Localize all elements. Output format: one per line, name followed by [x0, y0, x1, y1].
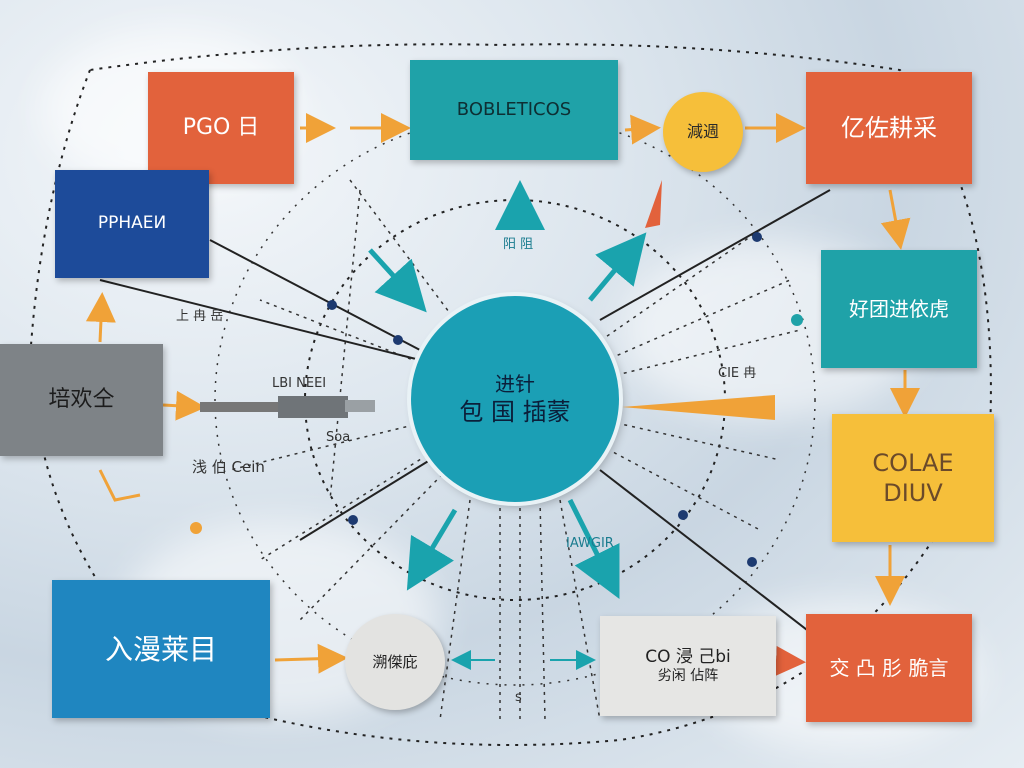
node-right-upper-label: 好团进依虎 [849, 296, 949, 321]
node-bottom-right[interactable]: 交 凸 肜 脆言 [806, 614, 972, 722]
label-bottom-small: s [515, 690, 522, 705]
node-top-right[interactable]: 亿佐耕采 [806, 72, 972, 184]
node-bottom-left-label: 入漫莱目 [104, 632, 217, 666]
node-hub-line2: 包 国 插蒙 [459, 397, 571, 426]
teal-arrows [368, 180, 647, 599]
solid-lines [99, 189, 831, 641]
node-bottom-center-line1: CO 浸 己bi [645, 646, 731, 667]
node-bottom-small-circle-label: 溯傑庇 [372, 652, 418, 671]
node-right-middle-line1: COLAE [872, 449, 954, 477]
node-right-middle[interactable]: COLAE DIUV [832, 414, 994, 542]
node-top-right-label: 亿佐耕采 [841, 114, 937, 142]
node-top-left-label: PGO 日 [182, 115, 260, 141]
node-left-middle[interactable]: 培欢仝 [0, 344, 163, 456]
label-hub-bottom: IAWGIR [566, 536, 614, 551]
label-left-lower-a: 浅 伯 Cein [192, 458, 265, 476]
node-top-left[interactable]: PGO 日 [148, 72, 294, 184]
label-hub-top: 阳 阻 [503, 237, 534, 252]
node-top-small-circle[interactable]: 減週 [663, 92, 743, 172]
orange-bend [98, 469, 141, 502]
node-right-upper[interactable]: 好团进依虎 [821, 250, 977, 368]
node-left-middle-label: 培欢仝 [48, 387, 115, 413]
label-left-lower-b: Soa [326, 430, 351, 445]
node-top-small-circle-label: 減週 [686, 122, 719, 141]
node-hub[interactable]: 进针 包 国 插蒙 [411, 296, 619, 502]
node-bottom-right-label: 交 凸 肜 脆言 [829, 655, 949, 680]
label-left-small: LBI NEEI [272, 376, 327, 391]
node-bottom-small-circle[interactable]: 溯傑庇 [345, 614, 445, 710]
orange-arrows [85, 113, 920, 674]
teal-dot [791, 314, 803, 326]
node-top-center-label: BOBLETICOS [456, 98, 572, 120]
label-right-small: CIE 冉 [718, 366, 757, 381]
gray-bar-head [278, 396, 348, 418]
gray-bar-tip [345, 400, 375, 412]
junction-dots [327, 232, 762, 567]
node-right-middle-line2: DIUV [883, 479, 943, 507]
node-bottom-center-line2: 劣闲 佔阵 [657, 667, 719, 684]
node-bottom-left[interactable]: 入漫莱目 [52, 580, 270, 718]
node-hub-line1: 进针 [495, 371, 535, 396]
node-left-upper-label: РРНАЕИ [97, 213, 167, 234]
node-left-upper[interactable]: РРНАЕИ [55, 170, 209, 278]
red-arrowhead [645, 180, 662, 228]
node-top-center[interactable]: BOBLETICOS [410, 60, 618, 160]
orange-dot [190, 522, 202, 534]
label-left-tick: 上 冉 岳 [176, 309, 224, 324]
node-bottom-center[interactable]: CO 浸 己bi 劣闲 佔阵 [600, 616, 776, 716]
gray-bar [200, 402, 280, 412]
orange-wedge-arrow [622, 395, 775, 420]
